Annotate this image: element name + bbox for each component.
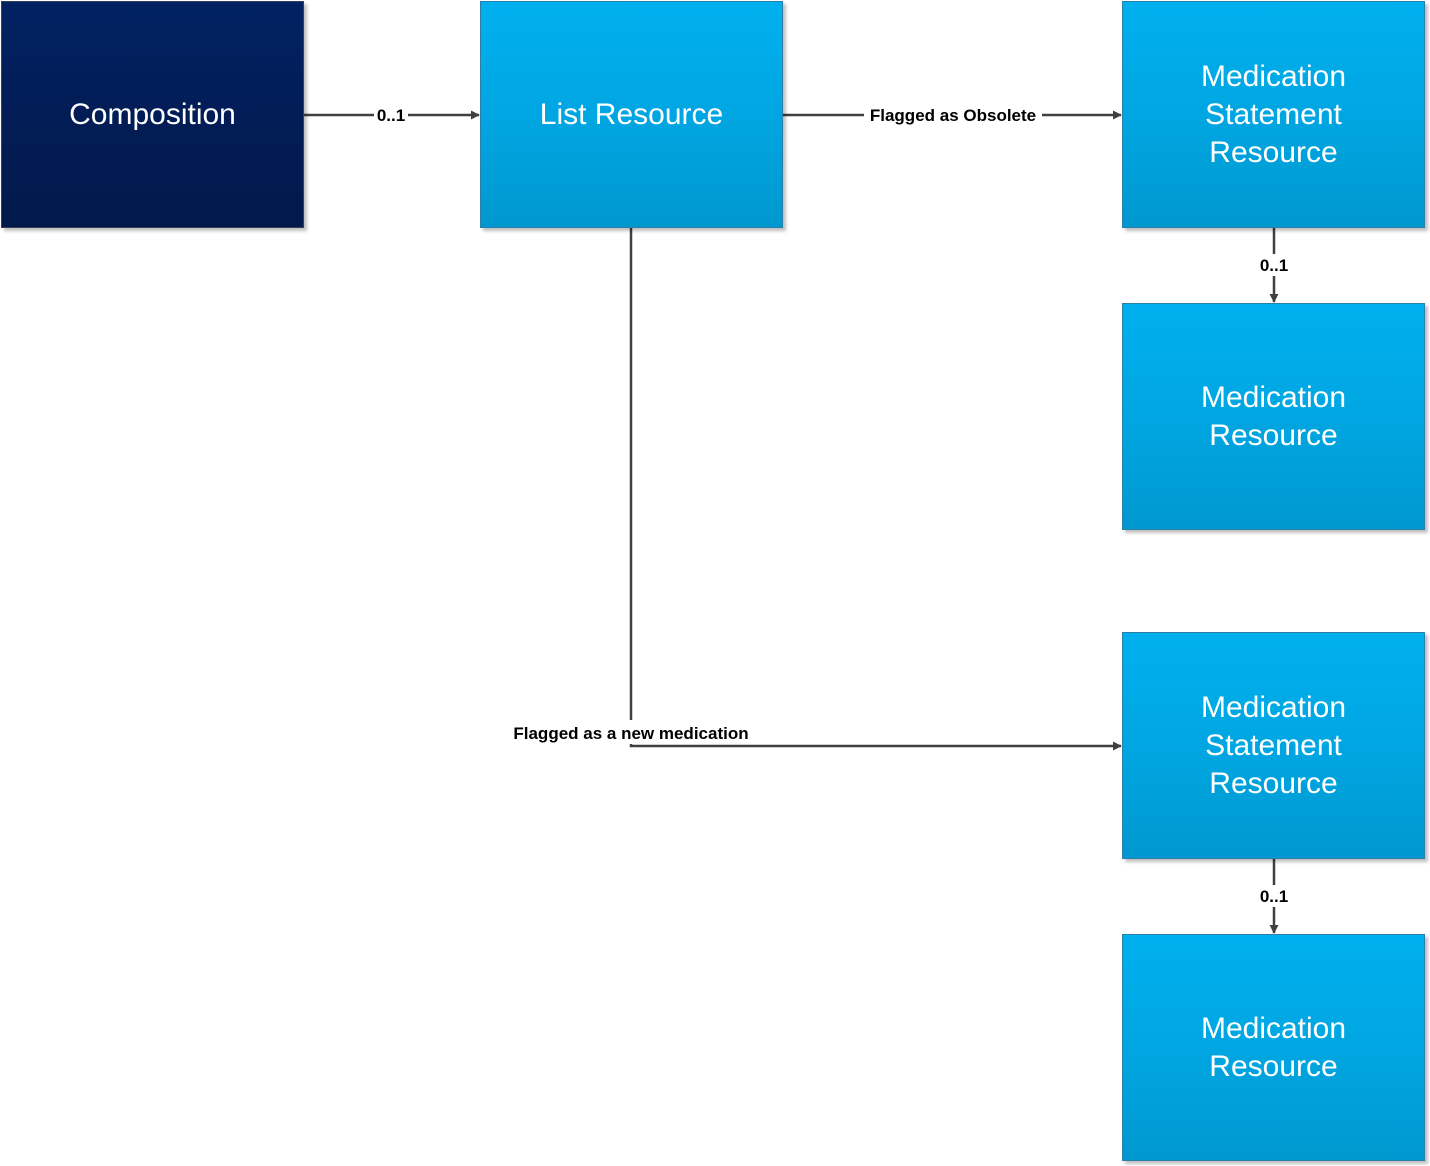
node-label-line: Medication bbox=[1200, 1011, 1347, 1045]
edge-list-to-statement-new: Flagged as a new medication bbox=[502, 228, 1122, 751]
node-label-group: Medication Resource bbox=[1201, 1010, 1346, 1086]
edge-label: 0..1 bbox=[1260, 256, 1288, 275]
edge-label: 0..1 bbox=[377, 106, 405, 125]
edge-label-bg bbox=[1256, 885, 1292, 907]
edge-statement-bottom-to-medication: 0..1 bbox=[1256, 859, 1292, 934]
edge-label-bg bbox=[864, 104, 1042, 126]
node-label-line: Resource bbox=[1209, 418, 1338, 452]
node-medication-statement-bottom[interactable]: Medication Statement Resource bbox=[1122, 632, 1425, 859]
edge-label: Flagged as Obsolete bbox=[870, 106, 1036, 125]
node-composition[interactable]: Composition bbox=[1, 1, 304, 228]
node-label-line: Medication bbox=[1200, 59, 1347, 93]
node-medication-statement-top[interactable]: Medication Statement Resource bbox=[1122, 1, 1425, 228]
edge-composition-to-list: 0..1 bbox=[304, 104, 480, 126]
edge-label-bg bbox=[374, 104, 408, 126]
edge-label: Flagged as a new medication bbox=[513, 724, 748, 743]
edge-statement-top-to-medication: 0..1 bbox=[1256, 228, 1292, 303]
node-list-resource[interactable]: List Resource bbox=[480, 1, 783, 228]
node-label-line: Medication bbox=[1200, 690, 1347, 724]
node-medication-bottom[interactable]: Medication Resource bbox=[1122, 934, 1425, 1161]
edge-label: 0..1 bbox=[1260, 887, 1288, 906]
edge-line bbox=[629, 228, 1122, 751]
node-label-line: Statement bbox=[1205, 97, 1342, 131]
node-label: List Resource bbox=[539, 97, 724, 131]
node-medication-top[interactable]: Medication Resource bbox=[1122, 303, 1425, 530]
node-label-line: Resource bbox=[1209, 135, 1338, 169]
node-label-group: Medication Statement Resource bbox=[1201, 58, 1346, 172]
node-label-line: Resource bbox=[1209, 1049, 1338, 1083]
node-label-line: Statement bbox=[1205, 728, 1342, 762]
node-label-line: Medication bbox=[1200, 380, 1347, 414]
edge-label-bg bbox=[502, 720, 760, 744]
edge-label-bg bbox=[1256, 254, 1292, 276]
node-label-line: Resource bbox=[1209, 766, 1338, 800]
node-label-group: Medication Statement Resource bbox=[1201, 689, 1346, 803]
node-label-group: Medication Resource bbox=[1201, 379, 1346, 455]
node-label: Composition bbox=[69, 97, 236, 131]
edge-list-to-statement-obsolete: Flagged as Obsolete bbox=[783, 104, 1122, 126]
